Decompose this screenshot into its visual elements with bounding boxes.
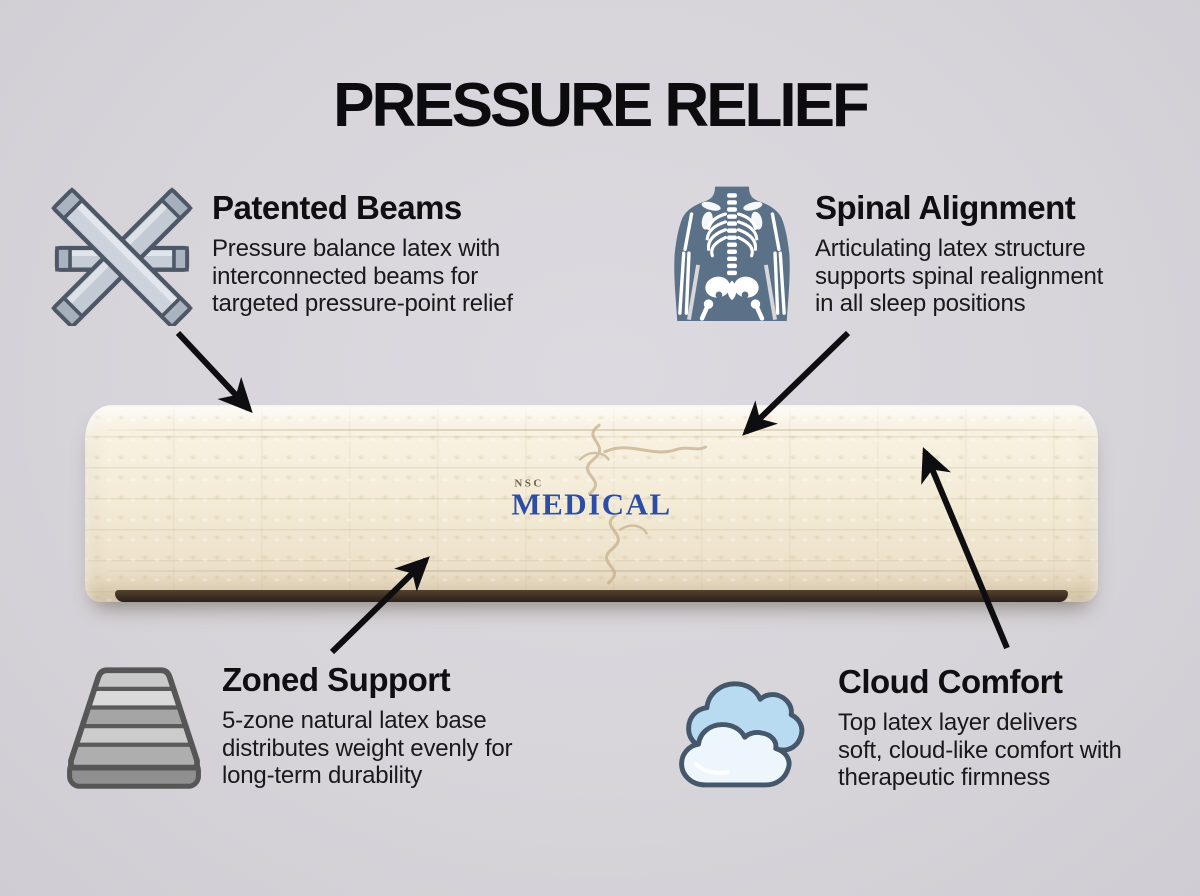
feature-line: interconnected beams for [212,262,479,290]
brand-logo-small-text: NSC [514,476,544,489]
feature-cloud-comfort: Cloud Comfort Top latex layer delivers s… [838,663,1122,792]
feature-heading: Zoned Support [222,661,451,698]
mattress-seam [105,570,1078,572]
page-title: PRESSURE RELIEF [333,71,870,140]
mattress-base-strip [115,590,1068,602]
feature-heading: Patented Beams [212,189,462,226]
mattress-image: NSC MEDICAL [85,405,1098,602]
brand-logo: NSC MEDICAL [511,476,672,521]
feature-line: targeted pressure-point relief [212,290,513,317]
feature-heading: Spinal Alignment [815,189,1076,226]
feature-line: soft, cloud-like comfort with [838,736,1122,764]
feature-line: supports spinal realignment [815,262,1104,290]
cloud-icon [670,674,814,792]
skeleton-icon [672,181,792,328]
feature-heading: Cloud Comfort [838,663,1063,700]
zoned-layers-icon [58,666,210,792]
feature-line: distributes weight evenly for [222,734,513,762]
feature-line: Articulating latex structure [815,235,1086,262]
mattress-seam [105,429,1078,431]
arrow-patented-beams [175,330,253,413]
beams-icon [46,186,198,326]
feature-line: 5-zone natural latex base [222,707,487,734]
feature-spinal-alignment: Spinal Alignment Articulating latex stru… [815,189,1103,318]
brand-logo-large-text: MEDICAL [511,485,672,521]
feature-line: long-term durability [222,762,423,789]
feature-line: Top latex layer delivers [838,709,1078,736]
embroidery-stitch-pattern [578,423,708,585]
feature-line: in all sleep positions [815,290,1026,317]
feature-line: therapeutic firmness [838,764,1051,791]
feature-zoned-support: Zoned Support 5-zone natural latex base … [222,661,513,790]
feature-line: Pressure balance latex with [212,235,501,262]
feature-patented-beams: Patented Beams Pressure balance latex wi… [212,189,513,318]
mattress-fabric: NSC MEDICAL [85,405,1098,602]
